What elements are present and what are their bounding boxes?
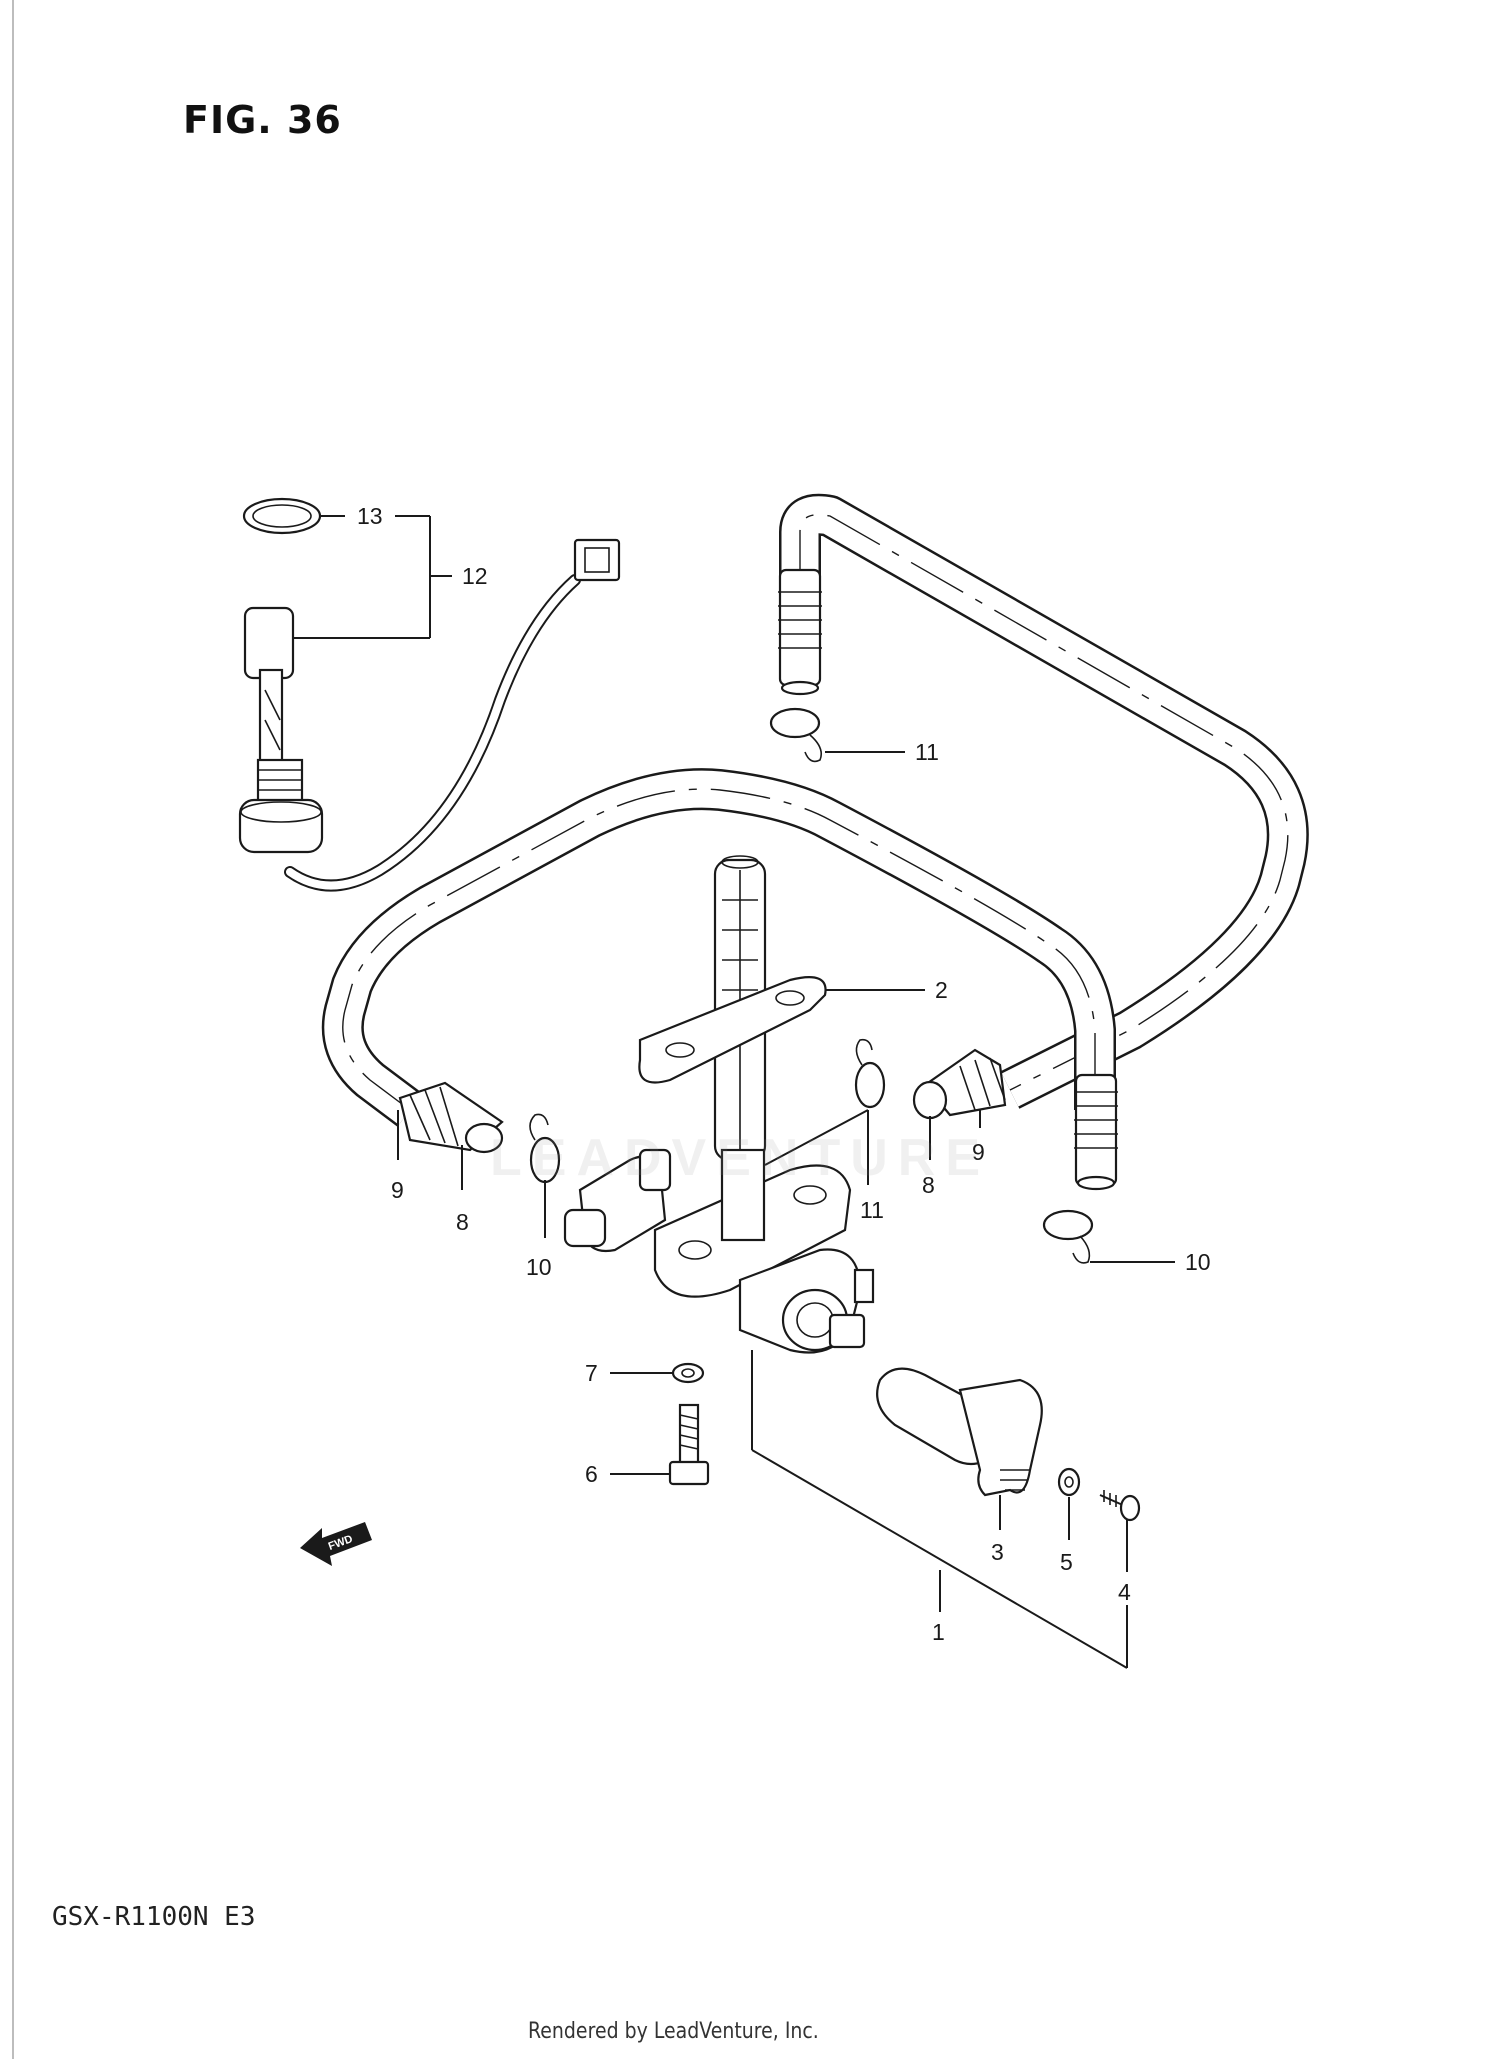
fuel-cock-lever [876,1367,1043,1497]
callout-12: 12 [462,563,488,589]
hose-end-top [778,568,822,696]
strainer-gasket [638,976,827,1084]
callout-5: 5 [1060,1549,1073,1575]
model-code: GSX-R1100N E3 [52,1902,256,1932]
fwd-arrow-icon: FWD [300,1522,372,1566]
hose-end-right-vertical [1074,1073,1118,1191]
hose-end-right [912,1048,1007,1120]
callout-7: 7 [585,1360,598,1386]
figure-title: FIG. 36 [183,98,342,142]
hose-end-left [398,1081,504,1154]
leader-lines [293,515,1175,1669]
screw-4 [1099,1490,1141,1522]
callout-3: 3 [991,1539,1004,1565]
callout-6: 6 [585,1461,598,1487]
callout-2: 2 [935,977,948,1003]
callout-11-top: 11 [915,739,939,765]
callout-11-mid: 11 [860,1197,884,1223]
clamp-11-top [769,707,823,763]
callout-13: 13 [357,503,383,529]
watermark: LEADVENTURE [490,1129,991,1187]
callout-labels: 13 12 11 2 9 8 10 11 8 9 10 7 6 3 5 4 1 [357,503,1211,1645]
callout-4: 4 [1118,1579,1131,1605]
fuel-hose-long [779,493,1309,1109]
clamp-10-right [1042,1209,1094,1264]
fuel-cock-body [563,1148,875,1354]
render-credit: Rendered by LeadVenture, Inc. [528,2019,819,2044]
callout-9-right: 9 [972,1139,985,1165]
callout-8-left: 8 [456,1209,469,1235]
callout-8-right: 8 [922,1172,935,1198]
callout-10-right: 10 [1185,1249,1211,1275]
o-ring [242,497,322,535]
washer-5 [1057,1467,1081,1497]
washer-7 [671,1362,705,1384]
callout-1: 1 [932,1619,945,1645]
fuel-level-sender [238,538,621,892]
bolt-6 [668,1403,710,1486]
callout-10-left: 10 [526,1254,552,1280]
fuel-hose-short [321,768,1116,1127]
clamp-11-mid [854,1038,886,1109]
callout-9-left: 9 [391,1177,404,1203]
